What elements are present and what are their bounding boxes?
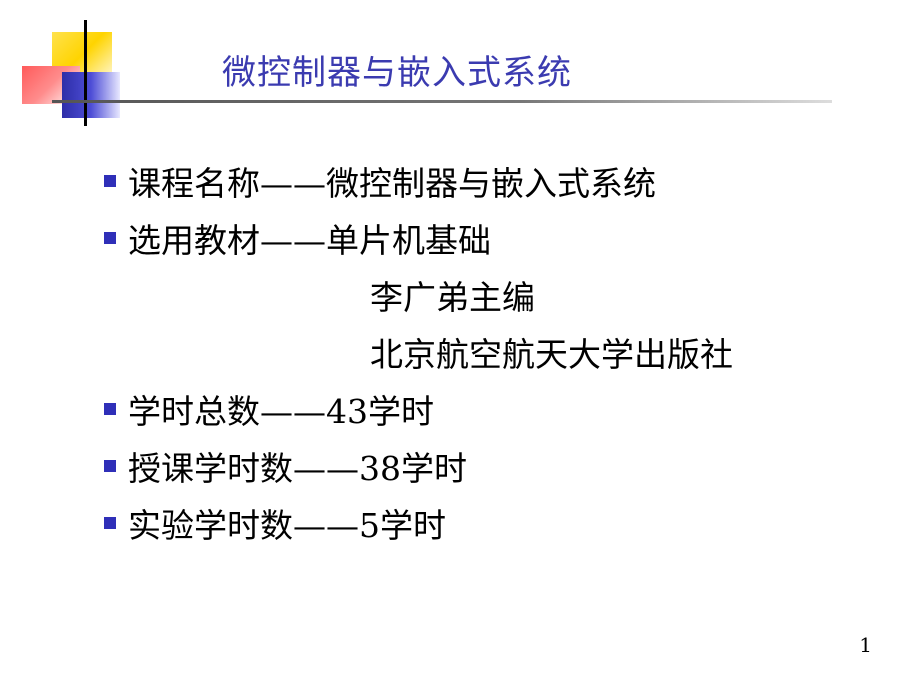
list-item: 学时总数——43学时 bbox=[104, 380, 884, 437]
square-bullet-icon bbox=[104, 459, 116, 472]
list-item-text: 李广弟主编 bbox=[370, 277, 535, 317]
list-item-text: 北京航空航天大学出版社 bbox=[370, 334, 733, 374]
square-bullet-icon bbox=[104, 174, 116, 187]
list-item: 课程名称——微控制器与嵌入式系统 bbox=[104, 152, 884, 209]
list-item-continuation: 北京航空航天大学出版社 bbox=[104, 323, 884, 380]
logo-vertical-line bbox=[84, 20, 87, 126]
list-item-text: 实验学时数——5学时 bbox=[128, 505, 446, 545]
title-divider bbox=[52, 100, 832, 103]
square-bullet-icon bbox=[104, 516, 116, 529]
list-item-text: 选用教材——单片机基础 bbox=[128, 220, 491, 260]
list-item: 授课学时数——38学时 bbox=[104, 437, 884, 494]
slide-content: 课程名称——微控制器与嵌入式系统 选用教材——单片机基础 李广弟主编 北京航空航… bbox=[104, 152, 884, 551]
list-item-text: 学时总数——43学时 bbox=[128, 391, 434, 431]
list-item: 选用教材——单片机基础 bbox=[104, 209, 884, 266]
list-item: 实验学时数——5学时 bbox=[104, 494, 884, 551]
page-number: 1 bbox=[859, 633, 872, 657]
slide-logo bbox=[0, 0, 140, 130]
list-item-text: 授课学时数——38学时 bbox=[128, 448, 467, 488]
slide-title: 微控制器与嵌入式系统 bbox=[222, 53, 572, 93]
list-item-continuation: 李广弟主编 bbox=[104, 266, 884, 323]
logo-blue-square bbox=[62, 72, 120, 118]
list-item-text: 课程名称——微控制器与嵌入式系统 bbox=[128, 163, 656, 203]
square-bullet-icon bbox=[104, 402, 116, 415]
square-bullet-icon bbox=[104, 231, 116, 244]
